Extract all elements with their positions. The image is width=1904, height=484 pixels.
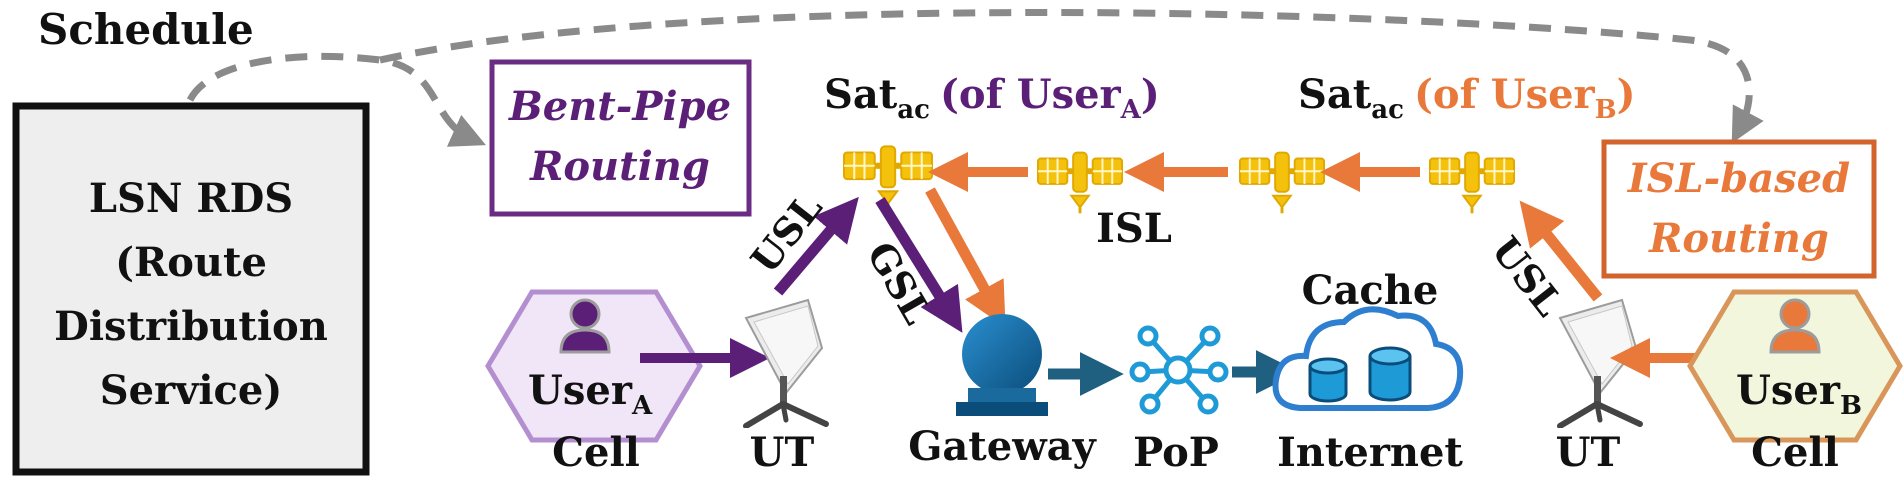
cell-b-label: Cell bbox=[1751, 429, 1839, 476]
rds-line-2: (Route bbox=[115, 239, 267, 286]
schedule-arrow-to-bent-pipe bbox=[186, 52, 486, 147]
cell-b: UserB bbox=[1687, 289, 1903, 443]
gateway-label: Gateway bbox=[908, 423, 1097, 470]
isl-based-line-2: Routing bbox=[1648, 215, 1829, 262]
gsl-arrow-purple bbox=[875, 197, 963, 333]
schedule-arrow-to-isl bbox=[379, 9, 1764, 144]
isl-based-routing-box: ISL-based Routing bbox=[1601, 139, 1877, 279]
rds-line-4: Service) bbox=[100, 367, 283, 414]
internet-cloud-icon bbox=[1272, 306, 1464, 411]
rds-box: LSN RDS (Route Distribution Service) bbox=[12, 102, 370, 476]
gateway-icon bbox=[956, 314, 1048, 416]
satellite-icon-access-b bbox=[1428, 151, 1516, 215]
satellite-icon-relay-2 bbox=[1238, 151, 1326, 215]
pop-label: PoP bbox=[1133, 429, 1219, 476]
bent-pipe-routing-box: Bent-Pipe Routing bbox=[489, 59, 752, 217]
cell-a-label: Cell bbox=[552, 429, 640, 476]
cell-a: UserA bbox=[485, 289, 703, 443]
cache-label: Cache bbox=[1302, 267, 1439, 314]
isl-based-line-1: ISL-based bbox=[1627, 155, 1850, 202]
ut-left-label: UT bbox=[750, 429, 815, 476]
sat-label-user-b: Satac(of UserB) bbox=[1298, 71, 1636, 125]
rds-line-1: LSN RDS bbox=[89, 175, 293, 222]
internet-label: Internet bbox=[1277, 429, 1463, 476]
usl-left-label: USL bbox=[742, 185, 831, 282]
sat-label-user-a: Satac(of UserA) bbox=[824, 71, 1160, 125]
usl-left-arrow bbox=[773, 196, 859, 296]
ut-right-label: UT bbox=[1556, 429, 1621, 476]
bent-pipe-line-1: Bent-Pipe bbox=[508, 83, 731, 130]
bent-pipe-line-2: Routing bbox=[529, 143, 710, 190]
pop-icon bbox=[1129, 325, 1229, 415]
ut-left-icon bbox=[746, 300, 826, 426]
cache-database-icon-2 bbox=[1368, 346, 1412, 402]
user-b-label: UserB bbox=[1736, 367, 1862, 421]
rds-line-3: Distribution bbox=[54, 303, 328, 350]
schedule-label: Schedule bbox=[38, 5, 254, 54]
satellite-icon-access-a bbox=[842, 144, 934, 212]
usl-right-arrow bbox=[1519, 200, 1603, 302]
user-a-label: UserA bbox=[528, 367, 653, 421]
cache-database-icon-1 bbox=[1308, 357, 1348, 403]
gsl-arrow-orange bbox=[925, 187, 1006, 328]
isl-label: ISL bbox=[1096, 205, 1172, 252]
